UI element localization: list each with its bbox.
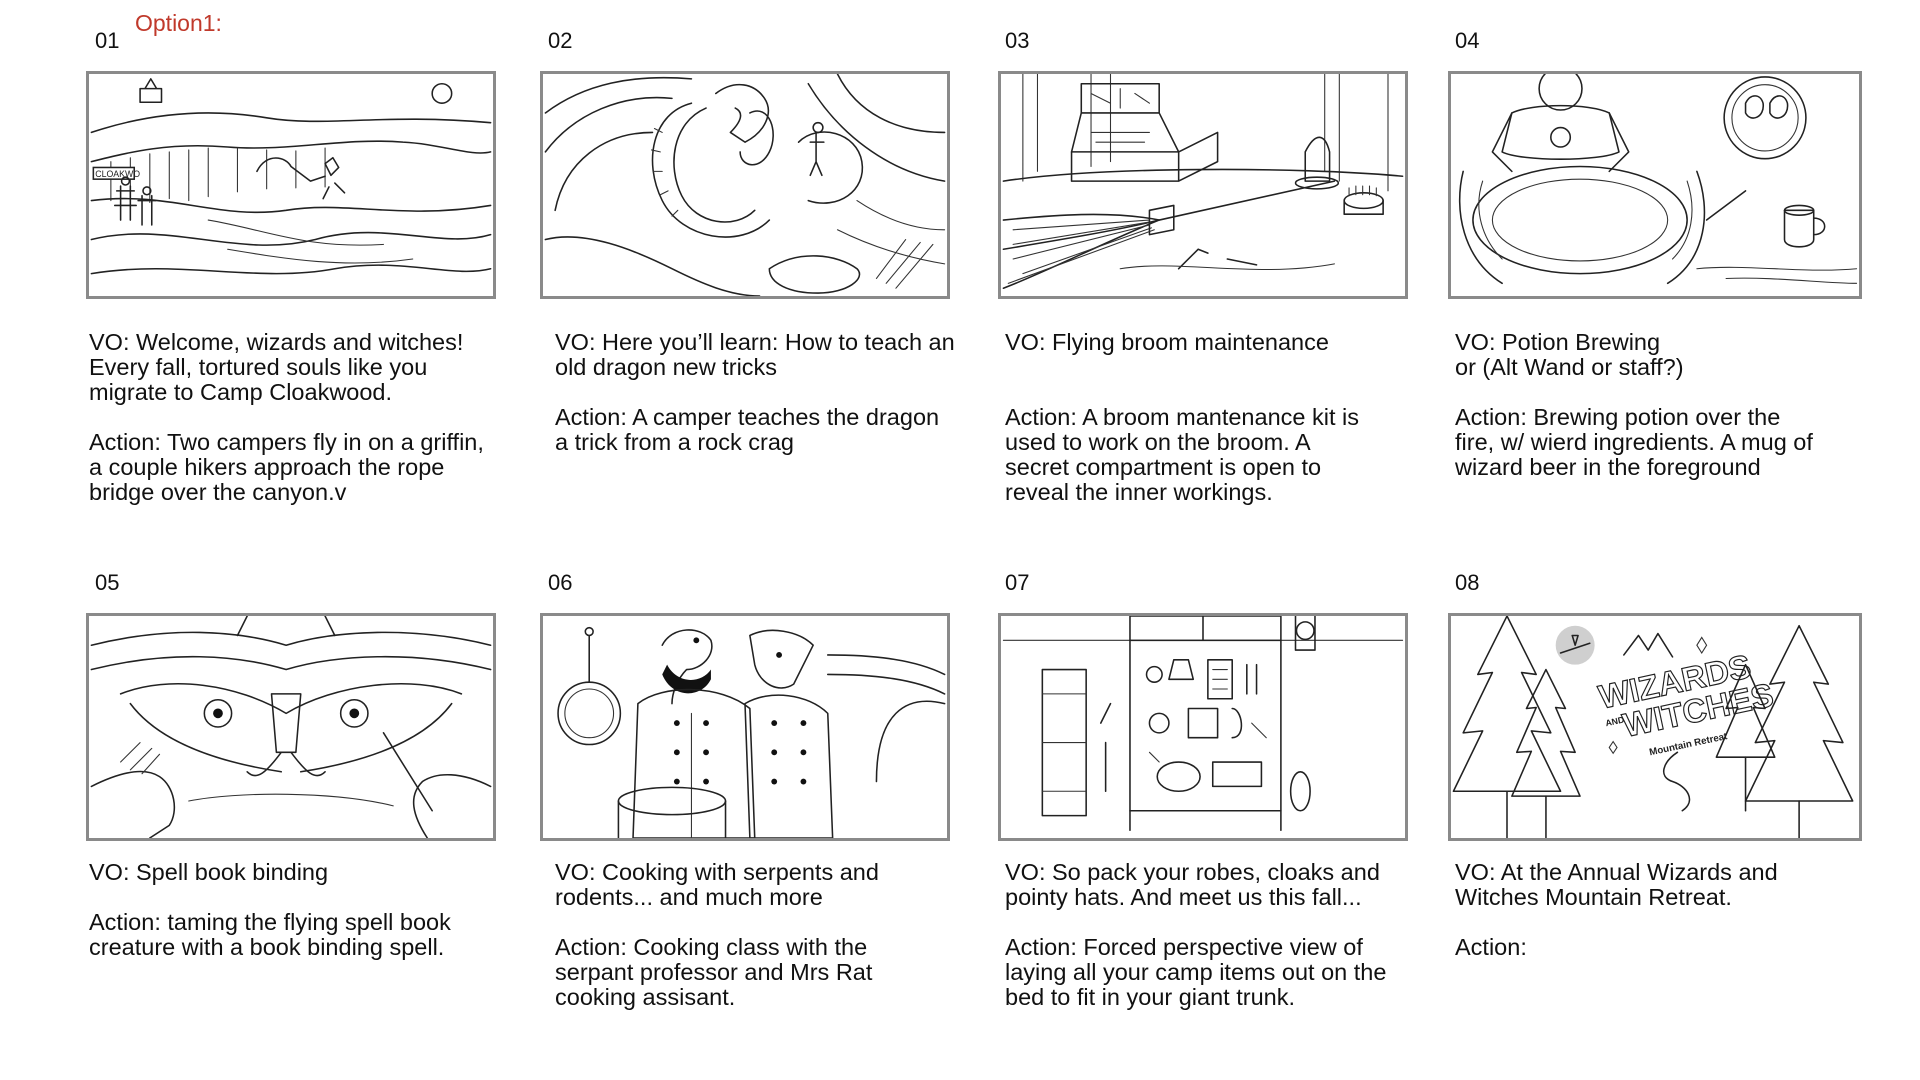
- panel-07-vo: VO: So pack your robes, cloaks and point…: [1005, 859, 1380, 910]
- panel-08-vo: VO: At the Annual Wizards and Witches Mo…: [1455, 859, 1778, 910]
- panel-number: 02: [548, 28, 573, 53]
- panel-06-vo: VO: Cooking with serpents and rodents...…: [555, 859, 879, 910]
- sketch-canyon-griffin: CLOAKWO: [86, 71, 496, 299]
- panel-03-vo: VO: Flying broom maintenance: [1005, 329, 1329, 355]
- panel-05-action: Action: taming the flying spell book cre…: [89, 909, 451, 960]
- camp-sign-text: CLOAKWO: [95, 169, 140, 179]
- trunk-sketch-drawing: [1002, 616, 1404, 831]
- panel-01-action: Action: Two campers fly in on a griffin,…: [89, 429, 484, 505]
- panel-number: 03: [1005, 28, 1030, 53]
- sketch-broom-kit: [998, 71, 1408, 299]
- logo-scene-drawing: WIZARDS AND WITCHES Mountain Retreat: [1452, 616, 1854, 838]
- cooking-sketch-drawing: [557, 626, 946, 838]
- sketch-packing-trunk: [998, 613, 1408, 841]
- option-label: Option1:: [135, 10, 222, 36]
- panel-02-action: Action: A camper teaches the dragon a tr…: [555, 404, 940, 455]
- panel-number: 07: [1005, 570, 1030, 595]
- panel-number: 08: [1455, 570, 1480, 595]
- panel-number: 01: [95, 28, 120, 53]
- sketch-retreat-logo: WIZARDS AND WITCHES Mountain Retreat: [1448, 613, 1862, 841]
- sketch-cooking-class: [540, 613, 950, 841]
- panel-05-vo: VO: Spell book binding: [89, 859, 329, 885]
- panel-number: 05: [95, 570, 120, 595]
- panel-01-vo: VO: Welcome, wizards and witches! Every …: [89, 329, 464, 405]
- dragon-sketch-drawing: [544, 74, 946, 296]
- panel-04-vo: VO: Potion Brewing or (Alt Wand or staff…: [1455, 329, 1684, 380]
- panel-04-action: Action: Brewing potion over the fire, w/…: [1455, 404, 1813, 480]
- sketch-spell-book: [86, 613, 496, 841]
- potion-sketch-drawing: [1458, 74, 1858, 285]
- panel-08-action: Action:: [1455, 934, 1527, 960]
- panel-07-action: Action: Forced perspective view of layin…: [1005, 934, 1387, 1010]
- panel-02-vo: VO: Here you’ll learn: How to teach an o…: [555, 329, 955, 380]
- panel-number: 06: [548, 570, 573, 595]
- logo-and-text: AND: [1604, 715, 1625, 729]
- panel-number: 04: [1455, 28, 1480, 53]
- sketch-dragon-camper: [540, 71, 950, 299]
- broom-sketch-drawing: [1002, 74, 1404, 289]
- panel-06-action: Action: Cooking class with the serpant p…: [555, 934, 873, 1010]
- canyon-sketch-drawing: CLOAKWO: [90, 78, 492, 275]
- spellbook-sketch-drawing: [90, 616, 492, 838]
- sketch-potion-brewing: [1448, 71, 1862, 299]
- panel-03-action: Action: A broom mantenance kit is used t…: [1005, 404, 1359, 505]
